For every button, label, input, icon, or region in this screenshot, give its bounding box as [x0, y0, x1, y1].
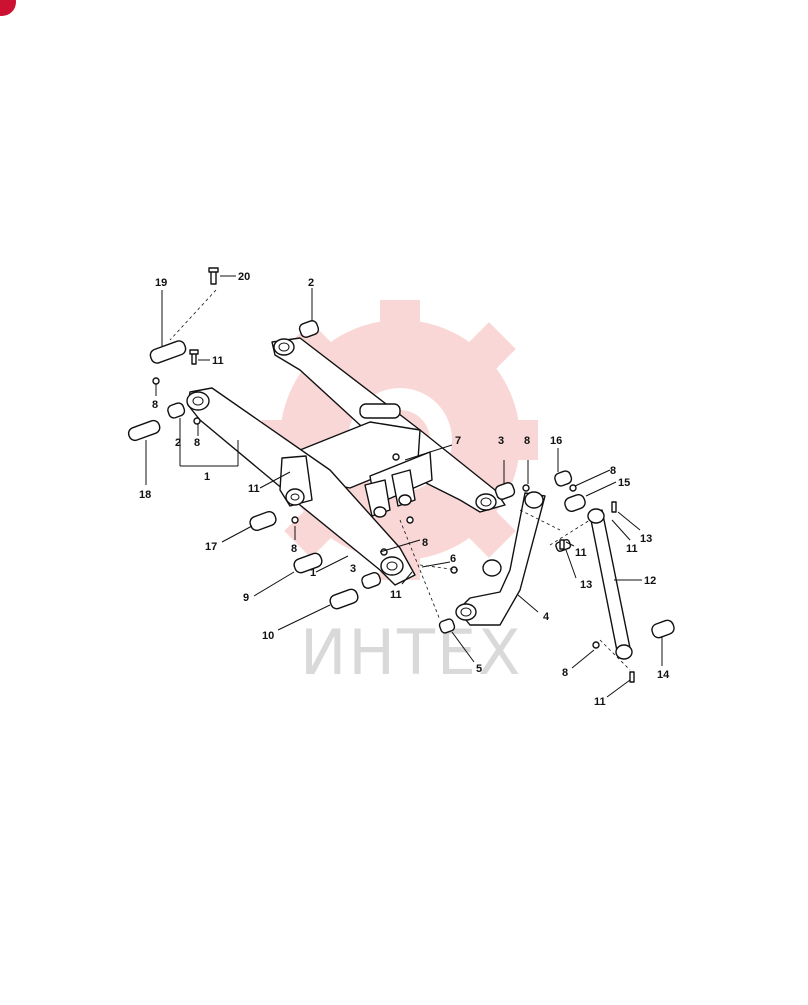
callout-8: 8: [562, 667, 568, 679]
pins-and-bushings: [127, 267, 675, 683]
callout-8: 8: [524, 435, 530, 447]
link-rod-12: [587, 508, 633, 660]
callout-15: 15: [618, 477, 630, 489]
callout-8: 8: [194, 437, 200, 449]
callout-4: 4: [543, 611, 550, 623]
callout-labels: 19 20 11 2 8 2 8 1 18 11 17 8 9 10 1 3 1…: [139, 271, 670, 708]
callout-11: 11: [390, 589, 402, 601]
callout-8: 8: [422, 537, 428, 549]
callout-13: 13: [640, 533, 652, 545]
callout-11: 11: [594, 696, 606, 708]
callout-8: 8: [610, 465, 616, 477]
callout-17: 17: [205, 541, 217, 553]
callout-9: 9: [243, 592, 249, 604]
corner-mark-icon: [0, 0, 16, 16]
callout-11: 11: [248, 483, 260, 495]
link-arm-4: [455, 491, 546, 626]
callout-2: 2: [308, 277, 314, 289]
callout-7: 7: [455, 435, 461, 447]
callout-11: 11: [212, 355, 224, 367]
callout-5: 5: [476, 663, 482, 675]
leader-lines: [145, 275, 663, 698]
callout-12: 12: [644, 575, 656, 587]
callout-13: 13: [580, 579, 592, 591]
lift-arm-front: [186, 387, 416, 586]
callout-11: 11: [575, 547, 587, 559]
center-bracket: [364, 469, 416, 518]
callout-2: 2: [175, 437, 181, 449]
callout-18: 18: [139, 489, 151, 501]
callout-3: 3: [350, 563, 356, 575]
callout-6: 6: [450, 553, 456, 565]
callout-16: 16: [550, 435, 562, 447]
watermark-text: ИНТЕХ: [300, 616, 523, 689]
callout-11: 11: [626, 543, 638, 555]
callout-8: 8: [291, 543, 297, 555]
callout-1: 1: [204, 471, 210, 483]
callout-20: 20: [238, 271, 250, 283]
callout-10: 10: [262, 630, 274, 642]
callout-3: 3: [498, 435, 504, 447]
callout-14: 14: [657, 669, 670, 681]
callout-8: 8: [152, 399, 158, 411]
callout-1: 1: [310, 567, 316, 579]
callout-19: 19: [155, 277, 167, 289]
